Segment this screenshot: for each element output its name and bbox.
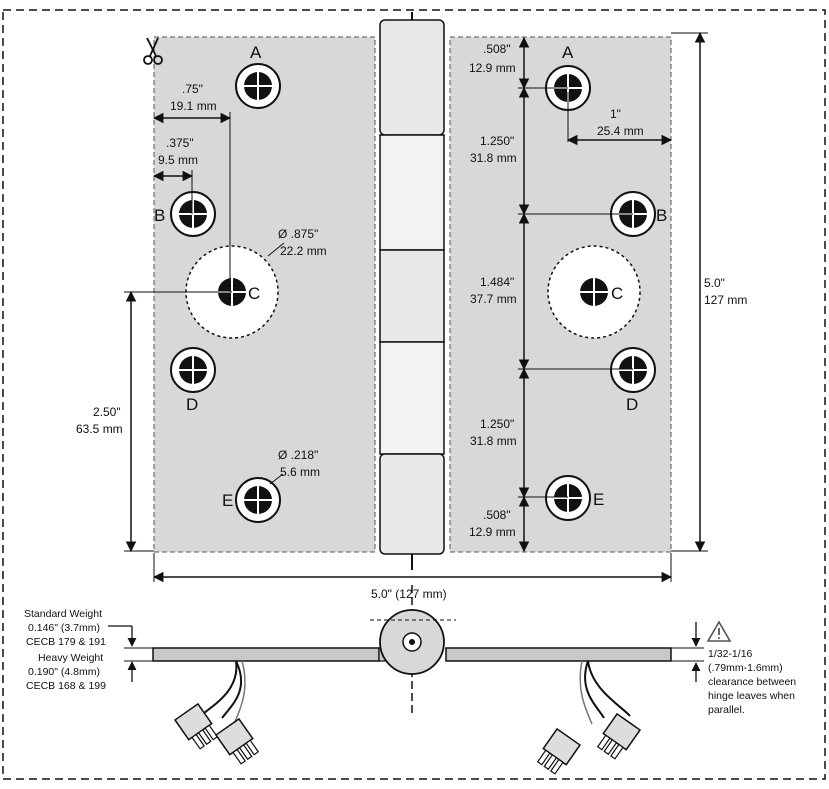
dim-left-0375-in: .375" (166, 136, 194, 150)
clearance-line4: hinge leaves when (708, 690, 795, 702)
outer-frame (2, 9, 826, 780)
clearance-line3: clearance between (708, 676, 796, 688)
wire-connector-left (173, 660, 260, 765)
label-left-e: E (222, 491, 233, 510)
dim-right-chain (518, 36, 633, 553)
dim-left-250-in: 2.50" (93, 405, 121, 419)
clearance-line5: parallel. (708, 704, 745, 716)
dim-height-in: 5.0" (704, 276, 725, 290)
dim-ab-mm: 31.8 mm (470, 151, 517, 165)
label-left-a: A (250, 43, 262, 62)
dim-left-075 (152, 112, 232, 292)
label-right-e: E (593, 490, 604, 509)
hole-right-c (547, 245, 641, 339)
dim-left-250-mm: 63.5 mm (76, 422, 123, 436)
big-hole-in: Ø .875" (278, 227, 318, 241)
dim-right-1 (566, 92, 673, 146)
dim-right-1-in: 1" (610, 107, 621, 121)
small-hole-in: Ø .218" (278, 448, 318, 462)
small-hole-leader (269, 473, 284, 485)
warning-icon (706, 620, 732, 642)
clearance-line2: (.79mm-1.6mm) (708, 662, 783, 674)
dim-height-mm: 127 mm (704, 293, 747, 307)
heavy-weight-title: Heavy Weight (38, 652, 103, 664)
hole-left-e (235, 477, 281, 523)
label-left-c: C (248, 284, 260, 303)
dim-bottom-508-in: .508" (483, 508, 511, 522)
dim-left-075-mm: 19.1 mm (170, 99, 217, 113)
dim-right-1-mm: 25.4 mm (597, 124, 644, 138)
dim-left-0375 (152, 170, 194, 214)
label-right-b: B (656, 206, 667, 225)
dim-width (152, 553, 673, 583)
dim-left-075-in: .75" (182, 82, 203, 96)
label-right-c: C (611, 284, 623, 303)
hole-right-e (545, 475, 591, 521)
wire-connector-right (536, 660, 642, 775)
big-hole-mm: 22.2 mm (280, 244, 327, 258)
standard-weight-codes: CECB 179 & 191 (26, 636, 106, 648)
hole-left-b (170, 191, 216, 237)
label-left-d: D (186, 395, 198, 414)
label-left-b: B (154, 206, 165, 225)
standard-weight-title: Standard Weight (24, 608, 102, 620)
dim-left-0375-mm: 9.5 mm (158, 153, 198, 167)
big-hole-leader (267, 242, 285, 257)
standard-weight-value: 0.146" (3.7mm) (28, 622, 100, 634)
dim-bd-in: 1.484" (480, 275, 514, 289)
dim-thickness-left (108, 625, 153, 682)
label-right-d: D (626, 395, 638, 414)
dim-bottom-508-mm: 12.9 mm (469, 525, 516, 539)
hole-left-a (235, 63, 281, 109)
dim-top-508-in: .508" (483, 42, 511, 56)
hinge-knuckles (379, 12, 445, 570)
dim-top-508-mm: 12.9 mm (469, 61, 516, 75)
dim-height (671, 31, 708, 553)
side-view (152, 609, 672, 675)
hole-left-d (170, 347, 216, 393)
clearance-line1: 1/32-1/16 (708, 648, 753, 660)
label-right-a: A (562, 43, 574, 62)
scissors-icon (143, 37, 163, 65)
dim-de-in: 1.250" (480, 417, 514, 431)
dim-ab-in: 1.250" (480, 134, 514, 148)
dim-left-250 (124, 290, 232, 553)
dim-bd-mm: 37.7 mm (470, 292, 517, 306)
dim-de-mm: 31.8 mm (470, 434, 517, 448)
heavy-weight-value: 0.190" (4.8mm) (28, 666, 100, 678)
dim-width-label: 5.0" (127 mm) (371, 587, 447, 601)
hole-right-d (610, 347, 656, 393)
small-hole-mm: 5.6 mm (280, 465, 320, 479)
dim-clearance (671, 622, 704, 682)
heavy-weight-codes: CECB 168 & 199 (26, 680, 106, 692)
